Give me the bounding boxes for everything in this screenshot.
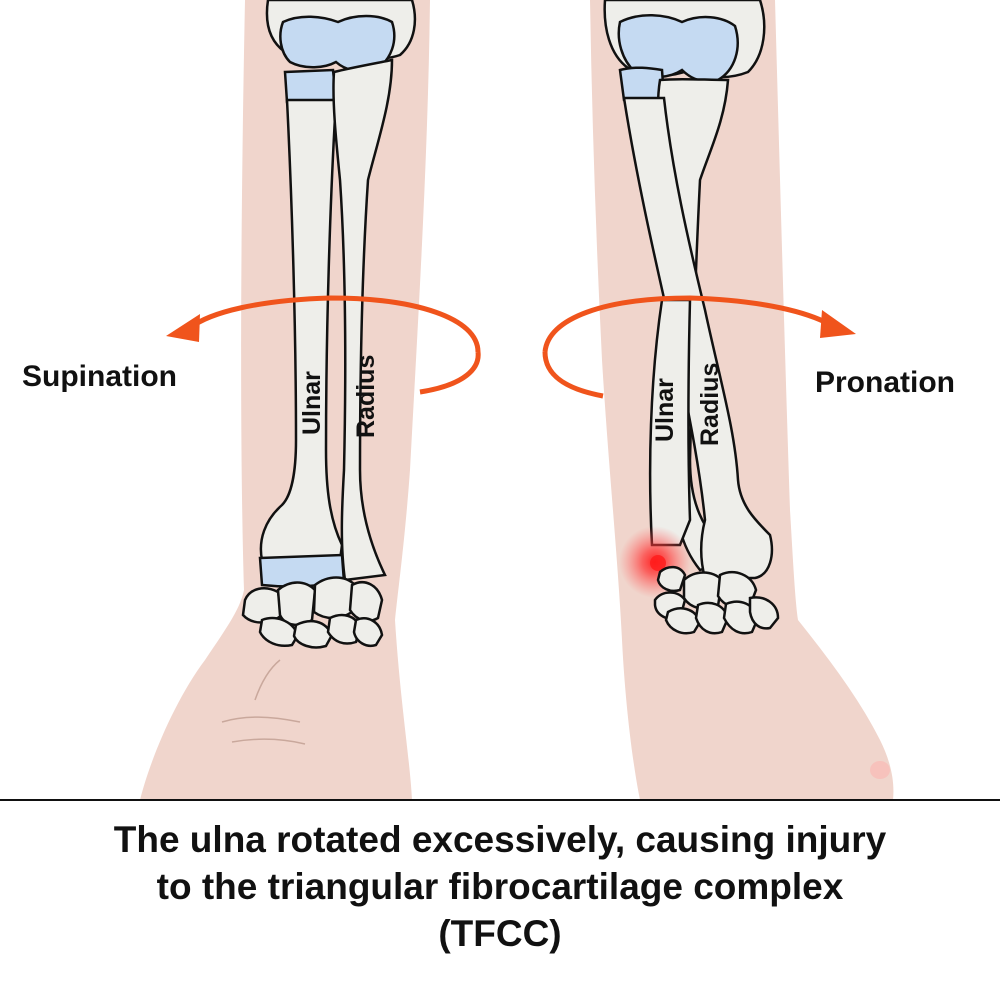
left-radius-head-cartilage xyxy=(283,68,338,104)
right-radius-label: Radius xyxy=(696,363,724,446)
supination-arrowhead xyxy=(166,314,200,342)
supination-label: Supination xyxy=(22,360,177,393)
caption-line-3: (TFCC) xyxy=(438,913,562,954)
caption: The ulna rotated excessively, causing in… xyxy=(0,816,1000,957)
pronation-arrowhead xyxy=(820,310,856,338)
left-radius-bone xyxy=(332,58,394,582)
left-arm-supination: Ulnar Radius xyxy=(140,0,481,800)
right-ulnar-label: Ulnar xyxy=(651,378,679,442)
tfcc-injury-core xyxy=(650,555,666,571)
left-hand-crease xyxy=(221,659,306,745)
pronation-label: Pronation xyxy=(815,366,955,399)
pronation-arrow xyxy=(542,295,827,353)
left-forearm-skin xyxy=(140,0,430,800)
right-fingernail xyxy=(870,761,890,779)
supination-arrow xyxy=(188,295,481,353)
caption-line-1: The ulna rotated excessively, causing in… xyxy=(113,819,887,860)
caption-line-2: to the triangular fibrocartilage complex xyxy=(156,866,844,907)
supination-arrow-back xyxy=(419,351,481,395)
left-carpal-bones xyxy=(241,576,384,649)
pronation-arrow-back xyxy=(542,351,604,399)
left-ulnar-label: Ulnar xyxy=(298,371,326,435)
right-carpal-bones xyxy=(653,565,780,635)
forearm-rotation-illustration: Ulnar Radius xyxy=(140,0,894,800)
left-radius-label: Radius xyxy=(352,355,380,438)
caption-divider xyxy=(0,799,1000,801)
right-arm-pronation: Ulnar Radius xyxy=(542,0,894,800)
